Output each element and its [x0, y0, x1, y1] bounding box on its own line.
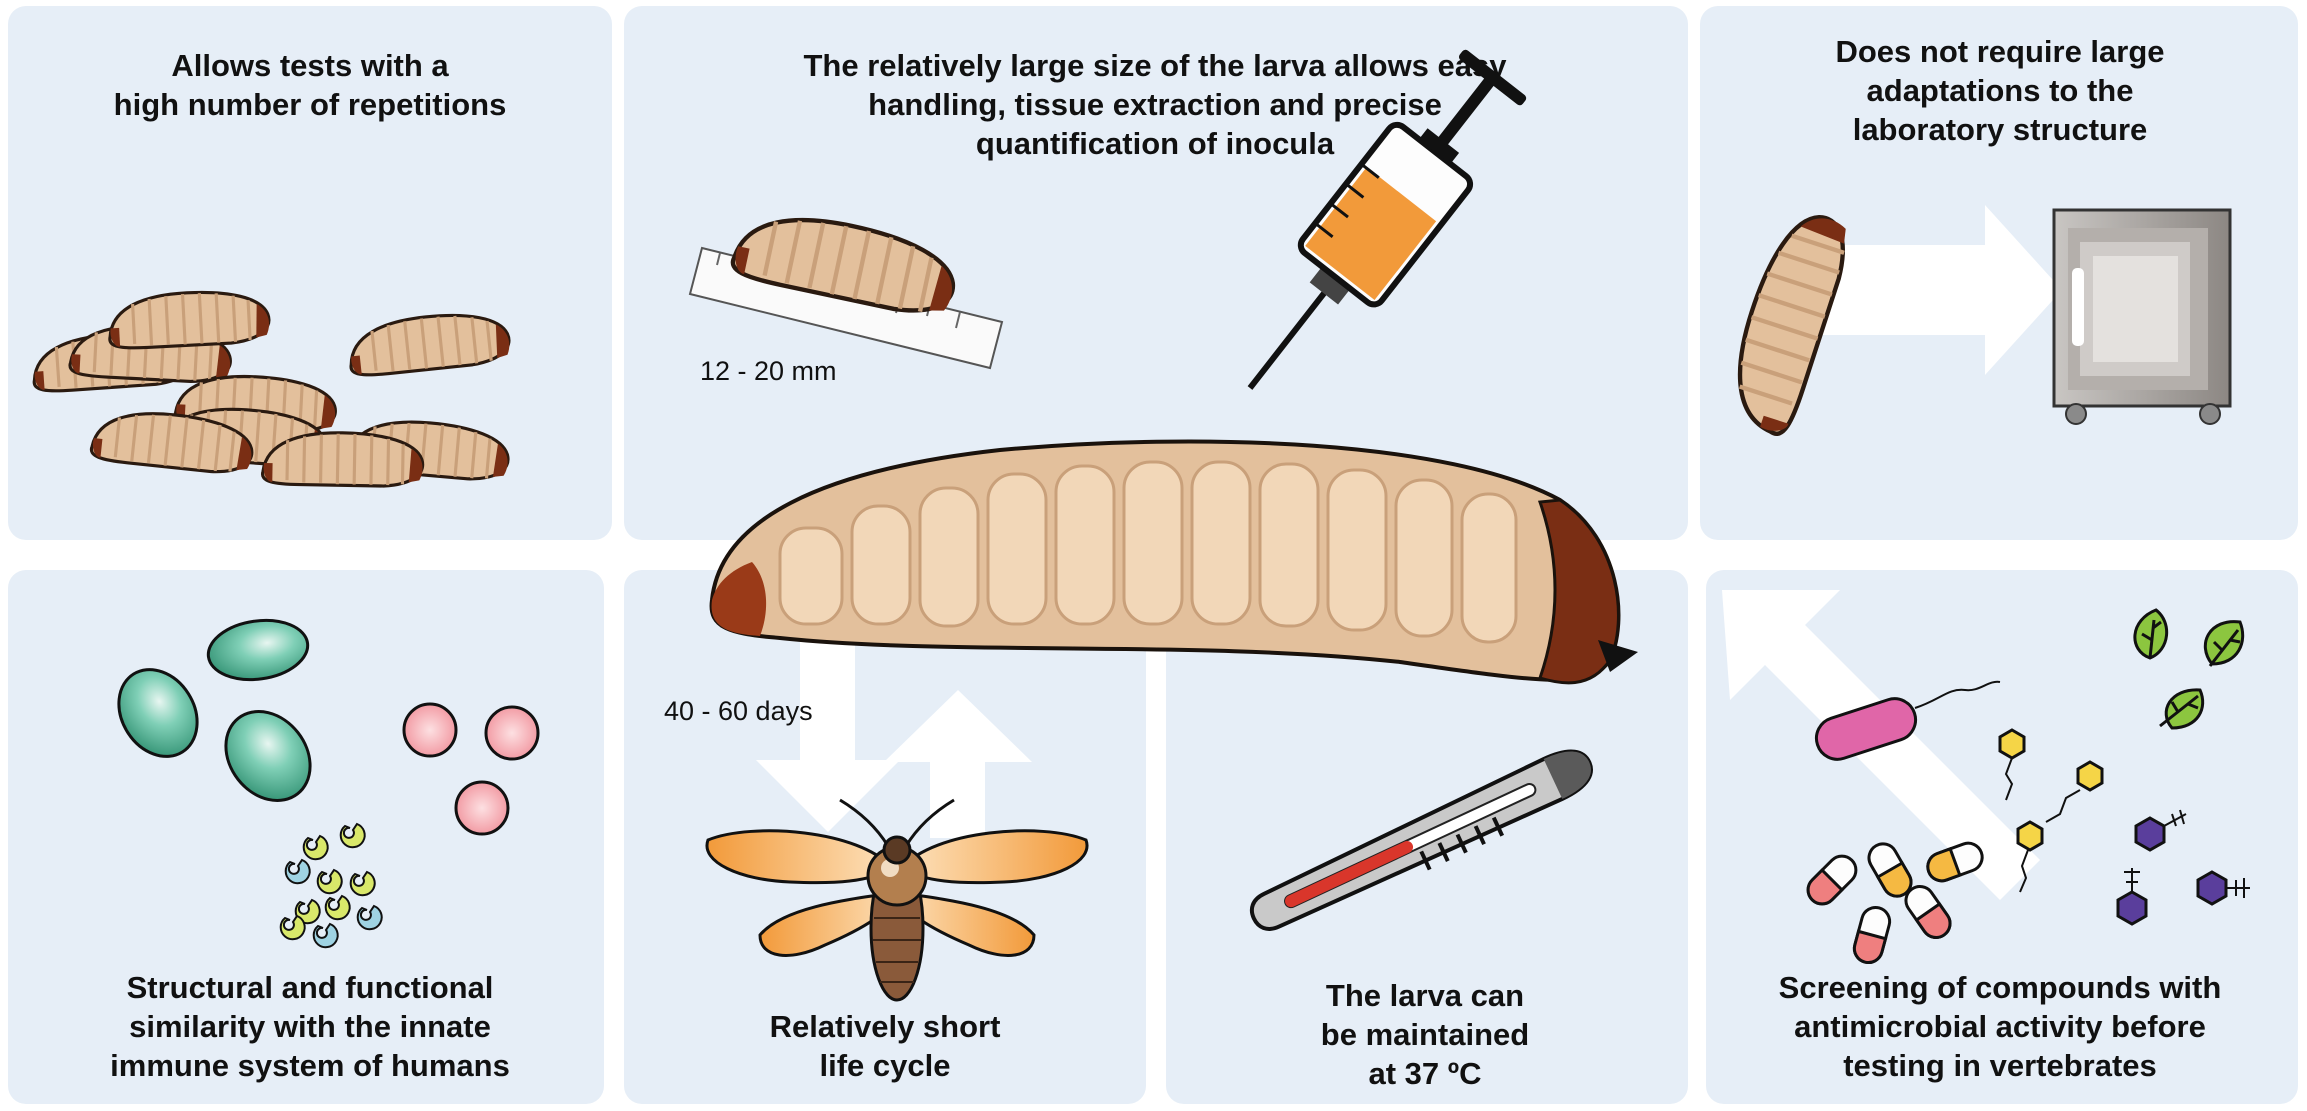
syringe-icon	[1247, 49, 1527, 390]
screening-caption: Screening of compounds with antimicrobia…	[1778, 970, 2222, 1083]
larva-group-icon	[29, 287, 513, 489]
molecules-icon	[1998, 728, 2250, 926]
laboratory-caption: Does not require large adaptations to th…	[1835, 34, 2165, 147]
arrow-icon	[756, 640, 1032, 838]
leaves-icon	[2133, 608, 2245, 730]
hemocytes-icon	[117, 618, 540, 949]
capsules-icon	[1806, 841, 1984, 965]
size-caption: The relatively large size of the larva a…	[803, 48, 1506, 161]
moth-icon	[705, 798, 1089, 1002]
giant-larva-icon	[709, 439, 1638, 685]
life-span-label: 40 - 60 days	[664, 696, 813, 726]
bacterium-icon	[1814, 680, 2001, 761]
size-range-label: 12 - 20 mm	[700, 356, 837, 386]
panel-immune	[8, 570, 604, 1104]
life-cycle-caption: Relatively short life cycle	[769, 1009, 1001, 1083]
repetitions-caption: Allows tests with a high number of repet…	[113, 48, 507, 122]
thermometer-icon	[1249, 749, 1593, 931]
incubator-icon	[1718, 205, 2232, 438]
immune-caption: Structural and functional similarity wit…	[110, 970, 510, 1083]
temperature-caption: The larva can be maintained at 37 ºC	[1320, 978, 1530, 1091]
